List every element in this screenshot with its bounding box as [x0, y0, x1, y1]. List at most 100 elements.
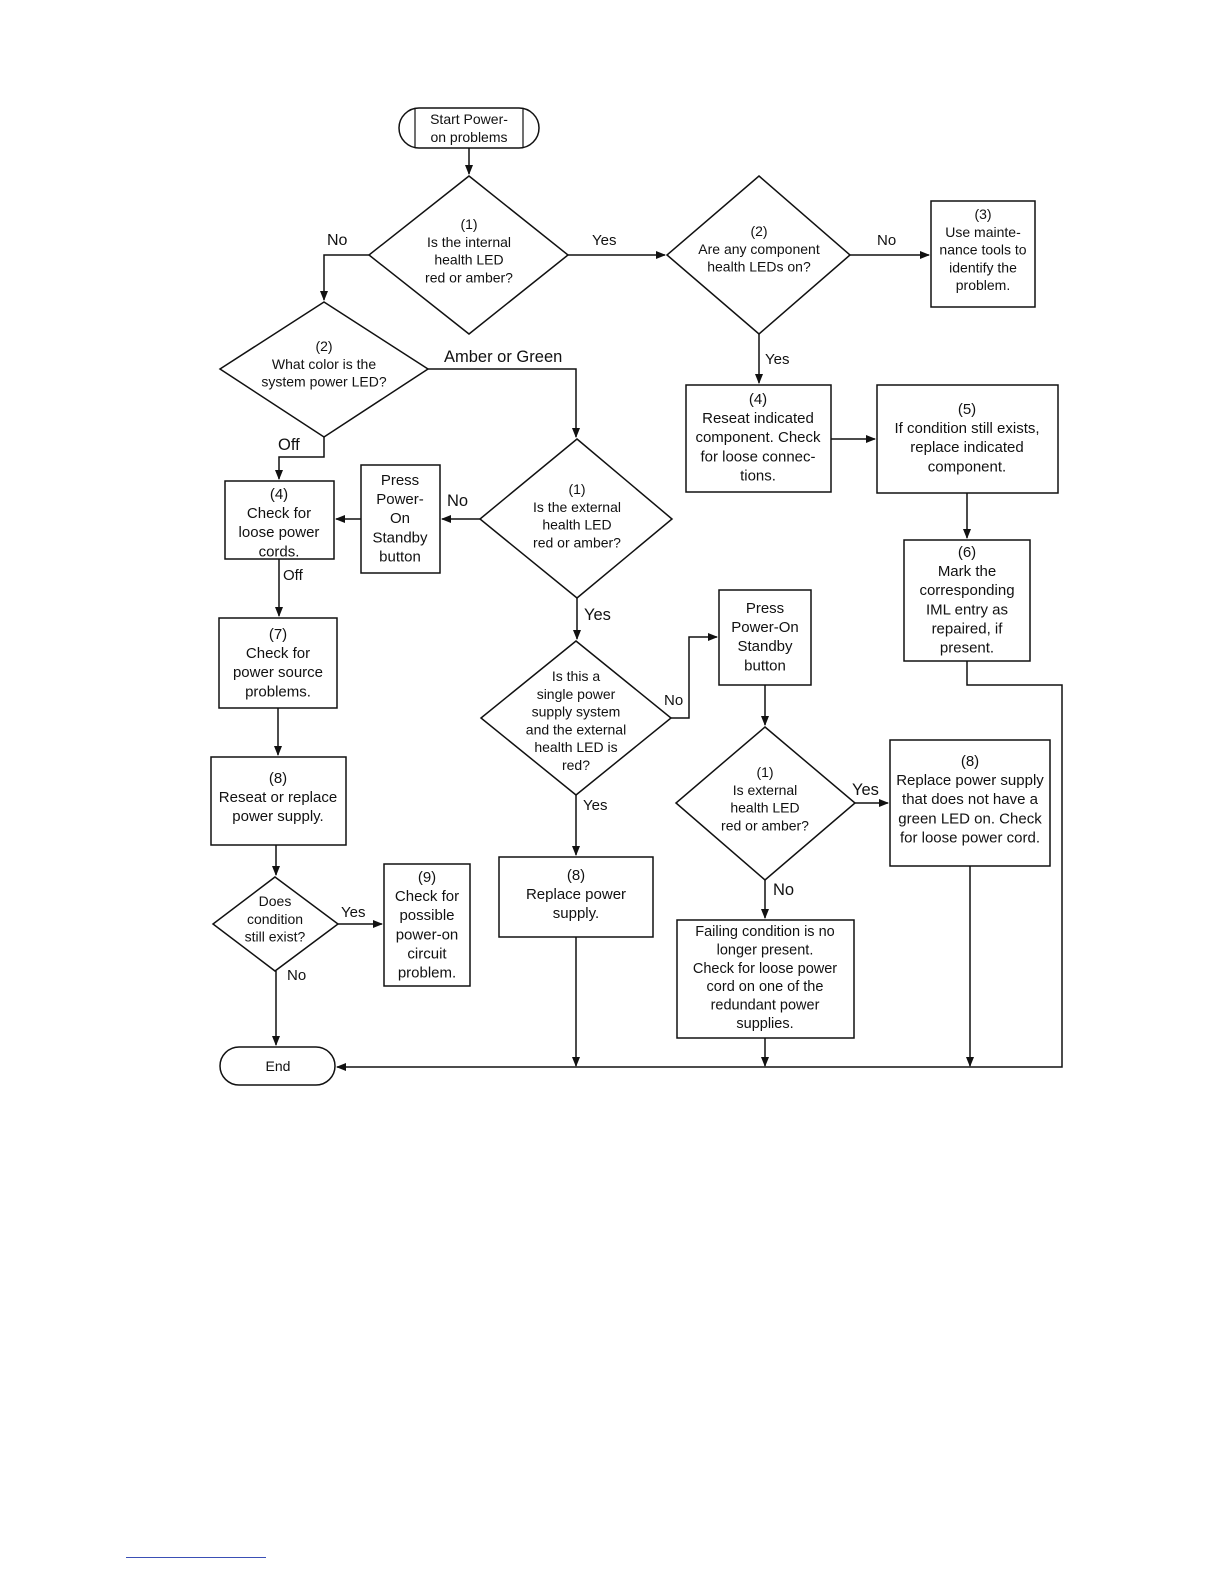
press-standby-2-line-1: Press [746, 600, 784, 617]
failing-cond-line-5: redundant power [711, 998, 820, 1014]
check-circuit-line-1: (9) [418, 869, 436, 886]
reseat-comp-line-5: tions. [740, 467, 776, 484]
replace-comp-line-2: If condition still exists, [894, 420, 1039, 437]
start-line-2: on problems [430, 129, 507, 145]
q-external-line-2: Is the external [533, 499, 621, 515]
replace-ps-green-line-4: green LED on. Check [898, 810, 1042, 827]
q-internal-line-2: Is the internal [427, 234, 511, 250]
process-replace-component: (5) If condition still exists, replace ind… [876, 384, 1059, 494]
connector-color-off [275, 437, 325, 480]
check-source-line-4: problems. [245, 683, 311, 700]
q-color-line-2: What color is the [272, 356, 376, 372]
use-maint-line-3: nance tools to [939, 242, 1026, 258]
reseat-comp-line-1: (4) [749, 391, 767, 408]
press-standby-2-line-4: button [744, 657, 786, 674]
start-line-1: Start Power- [430, 111, 508, 127]
connector-mark-to-bus-end [336, 661, 1063, 1071]
q-ext2-line-4: red or amber? [721, 817, 809, 833]
replace-ps-green-line-3: that does not have a [902, 791, 1039, 808]
replace-ps-line-3: supply. [553, 905, 599, 922]
process-replace-power-supply-text: (8) Replace power supply. [526, 867, 626, 922]
check-cords-line-4: cords. [259, 543, 300, 560]
decision-component-health-leds: (2) Are any component health LEDs on? [665, 175, 852, 335]
q-component-line-2: Are any component [698, 241, 820, 257]
q-external-line-4: red or amber? [533, 534, 621, 550]
failing-cond-line-2: longer present. [717, 942, 814, 958]
label-yes-single: Yes [583, 797, 607, 814]
q-internal-line-3: health LED [434, 252, 503, 268]
replace-comp-line-4: component. [928, 458, 1006, 475]
q-single-line-5: health LED is [534, 739, 617, 755]
q-component-line-3: health LEDs on? [707, 259, 811, 275]
footer-rule [126, 1557, 266, 1558]
q-internal-line-4: red or amber? [425, 269, 513, 285]
replace-ps-line-1: (8) [567, 867, 585, 884]
replace-ps-green-line-2: Replace power supply [896, 772, 1044, 789]
label-no-component: No [877, 232, 896, 249]
q-single-line-4: and the external [526, 721, 626, 737]
check-circuit-line-3: possible [399, 907, 454, 924]
q-single-line-2: single power [537, 686, 616, 702]
q-external-line-3: health LED [542, 517, 611, 533]
end-terminator: End [219, 1046, 336, 1086]
reseat-comp-line-3: component. Check [695, 429, 821, 446]
mark-iml-line-2: Mark the [938, 563, 996, 580]
replace-comp-line-3: replace indicated [910, 439, 1023, 456]
q-still-line-1: Does [259, 893, 292, 909]
failing-cond-line-6: supplies. [736, 1016, 793, 1032]
mark-iml-line-4: IML entry as [926, 601, 1008, 618]
end-text: End [266, 1058, 291, 1074]
check-source-line-3: power source [233, 664, 323, 681]
press-standby-1-line-2: Power- [376, 491, 424, 508]
check-source-line-2: Check for [246, 645, 310, 662]
q-single-line-3: supply system [532, 704, 621, 720]
q-external-line-1: (1) [568, 481, 585, 497]
q-color-line-3: system power LED? [261, 374, 386, 390]
start-text: Start Power-on problems [430, 111, 508, 145]
mark-iml-line-1: (6) [958, 544, 976, 561]
connector-single-no [671, 633, 718, 719]
label-yes-still: Yes [341, 904, 365, 921]
check-circuit-line-5: circuit [407, 945, 447, 962]
replace-ps-green-line-5: for loose power cord. [900, 829, 1040, 846]
reseat-comp-line-2: Reseat indicated [702, 410, 814, 427]
label-no-ext2: No [773, 881, 794, 899]
use-maint-line-5: problem. [956, 277, 1010, 293]
mark-iml-line-3: corresponding [919, 582, 1014, 599]
replace-comp-line-1: (5) [958, 401, 976, 418]
label-off-cords: Off [283, 567, 304, 584]
check-cords-line-2: Check for [247, 505, 311, 522]
failing-cond-line-3: Check for loose power [693, 961, 837, 977]
q-ext2-line-1: (1) [756, 764, 773, 780]
check-circuit-line-4: power-on [396, 926, 459, 943]
connector-internal-no [320, 254, 369, 301]
replace-ps-line-2: Replace power [526, 886, 626, 903]
process-replace-component-text: (5) If condition still exists, replace ind… [894, 401, 1039, 475]
label-off-color: Off [278, 436, 300, 454]
q-component-line-1: (2) [750, 223, 767, 239]
check-circuit-line-2: Check for [395, 888, 459, 905]
q-ext2-line-2: Is external [733, 782, 798, 798]
mark-iml-line-5: repaired, if [932, 620, 1004, 637]
